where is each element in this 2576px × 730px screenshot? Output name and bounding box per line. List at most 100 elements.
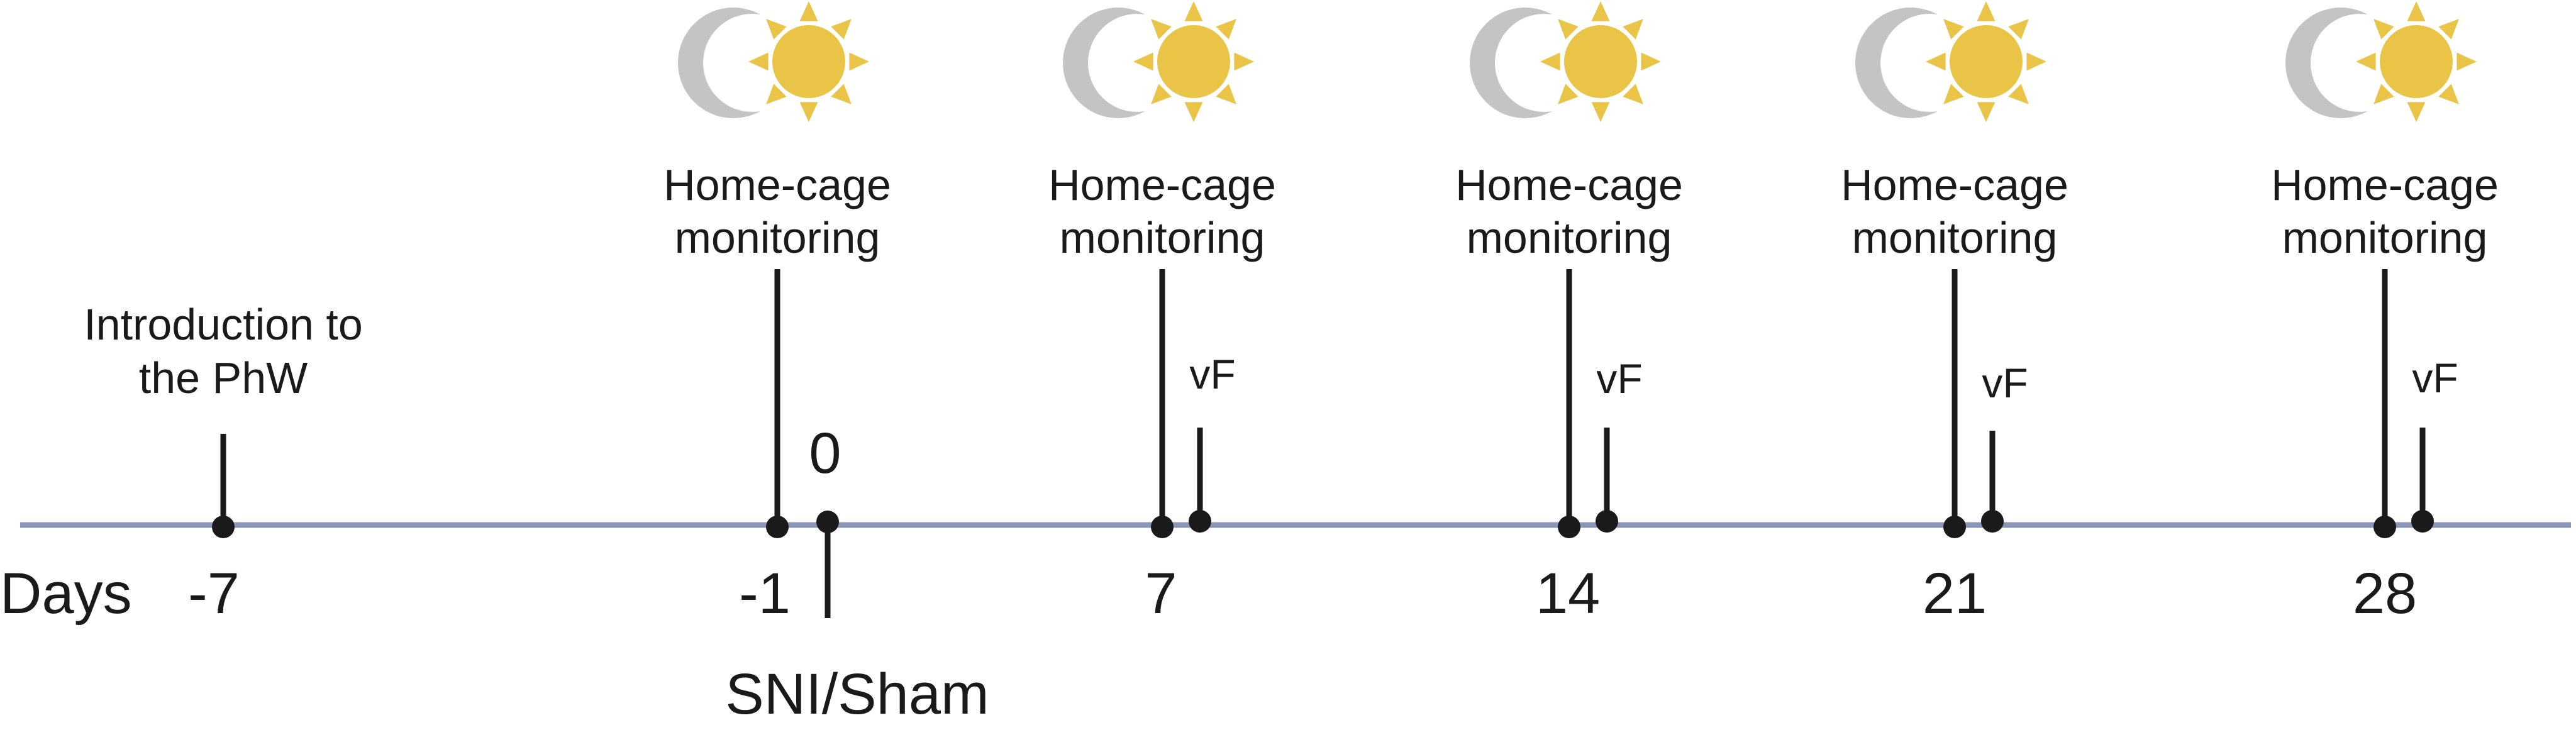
intro-event: Introduction to the PhW -7 [84,300,363,626]
intro-day-label: -7 [188,561,240,626]
sun-ray [1133,52,1153,71]
vf-dot [2411,510,2434,533]
sun-ray [748,52,769,71]
monitoring-label-line-1: Home-cage [1048,160,1276,209]
intro-dot [212,516,235,538]
sun-ray [1558,19,1579,40]
sun-ray [831,84,852,104]
sun-ray [2438,84,2459,104]
day-label: 28 [2353,561,2417,626]
day-label: 7 [1145,561,1177,626]
surgery-dot [816,511,839,533]
monitoring-label-line-1: Home-cage [1455,160,1683,209]
vf-dot [1596,510,1618,533]
monitoring-label-line-2: monitoring [1467,213,1672,262]
vf-label: vF [1982,360,2028,406]
sun-ray [2008,84,2029,104]
sun-ray [1540,52,1560,71]
sun-ray [1926,52,1946,71]
sun-ray [2407,102,2426,122]
monitoring-label-line-2: monitoring [1852,213,2058,262]
sun-ray [1591,1,1610,21]
sun-ray [1234,52,1254,71]
monitoring-sessions: Home-cagemonitoring-1Home-cagemonitoring… [663,1,2499,626]
day-label: -1 [739,561,791,626]
surgery-day-label: 0 [809,421,841,485]
intro-label-line-1: Introduction to [84,300,363,349]
sun-ray [1216,19,1236,40]
day-label: 21 [1923,561,1987,626]
sun-ray [2457,52,2477,71]
sun-ray [1151,84,1172,104]
sun-ray [831,19,852,40]
sun-ray [1558,84,1579,104]
monitoring-label-line-1: Home-cage [2271,160,2499,209]
monitoring-dot [766,516,789,538]
sun-ray [1216,84,1236,104]
moon-icon [1470,8,1580,118]
sun-icon [1564,25,1637,98]
vf-dot [1189,510,1211,533]
vf-label: vF [2412,355,2458,401]
monitoring-dot [1151,516,1174,538]
sun-ray [799,102,818,122]
monitoring-dot [1558,516,1580,538]
sun-ray [799,1,818,21]
vf-dot [1981,510,2004,533]
surgery-label: SNI/Sham [725,662,989,726]
sun-ray [1184,102,1203,122]
sun-ray [1623,19,1643,40]
sun-ray [1591,102,1610,122]
sun-ray [2008,19,2029,40]
vf-label: vF [1596,355,1642,402]
vf-label: vF [1189,351,1235,397]
sun-ray [2373,84,2394,104]
monitoring-dot [2373,516,2396,538]
sun-ray [2407,1,2426,21]
moon-icon [2285,8,2396,118]
sun-ray [2438,19,2459,40]
sun-ray [1977,102,1996,122]
surgery-event: 0 SNI/Sham [725,421,989,726]
sun-icon [1157,25,1230,98]
day-label: 14 [1536,561,1600,626]
sun-ray [1641,52,1661,71]
moon-icon [678,8,789,118]
sun-icon [2380,25,2453,98]
monitoring-label-line-1: Home-cage [663,160,891,209]
axis-label: Days [0,561,132,626]
sun-icon [772,25,845,98]
moon-and-sun-icon [678,1,869,122]
moon-and-sun-icon [1470,1,1661,122]
sun-ray [1184,1,1203,21]
monitoring-label-line-2: monitoring [1060,213,1265,262]
sun-ray [2026,52,2046,71]
moon-and-sun-icon [1063,1,1254,122]
sun-ray [1151,19,1172,40]
sun-ray [1623,84,1643,104]
moon-and-sun-icon [1855,1,2046,122]
monitoring-dot [1943,516,1966,538]
sun-ray [1943,84,1964,104]
sun-ray [2356,52,2376,71]
sun-ray [2373,19,2394,40]
intro-label-line-2: the PhW [139,353,308,402]
monitoring-label-line-1: Home-cage [1841,160,2068,209]
sun-ray [849,52,869,71]
sun-ray [1943,19,1964,40]
moon-icon [1855,8,1966,118]
sun-ray [766,84,787,104]
sun-ray [1977,1,1996,21]
sun-icon [1950,25,2023,98]
sun-ray [766,19,787,40]
moon-and-sun-icon [2285,1,2477,122]
monitoring-label-line-2: monitoring [2282,213,2488,262]
monitoring-label-line-2: monitoring [675,213,880,262]
